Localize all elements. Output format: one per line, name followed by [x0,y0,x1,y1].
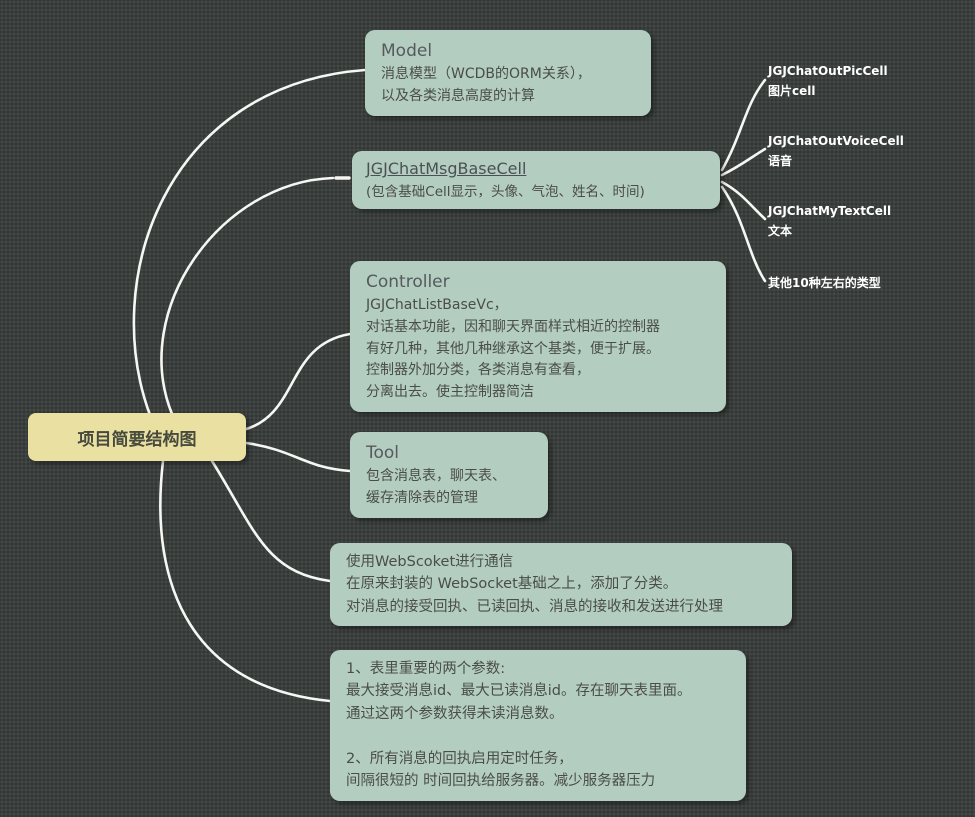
node-params-line: 间隔很短的 时间回执给服务器。减少服务器压力 [346,773,656,790]
node-params-line: 1、表里重要的两个参数: [346,661,506,677]
edge-root-params [159,459,332,703]
node-websocket-line: 在原来封装的 WebSocket基础之上，添加了分类。 [346,576,678,593]
leaf-my-text-cell-desc: 文本 [768,223,793,238]
node-params-line: 最大接受消息id、最大已读消息id。存在聊天表里面。 [346,683,692,700]
node-chat-msg-base-cell[interactable]: JGJChatMsgBaseCell (包含基础Cell显示，头像、气泡、姓名、… [352,151,720,209]
edge-basecell-voice [720,147,767,177]
node-tool-line: 缓存清除表的管理 [366,490,478,507]
node-params-line [346,725,730,747]
node-params[interactable]: 1、表里重要的两个参数: 最大接受消息id、最大已读消息id。存在聊天表里面。 … [330,650,746,801]
node-model-line: 以及各类消息高度的计算 [381,88,535,105]
node-model-line: 消息模型（WCDB的ORM关系）， [381,66,591,83]
node-controller-line: 分离出去。使主控制器简洁 [366,384,534,401]
leaf-out-pic-cell-name: JGJChatOutPicCell [768,64,888,78]
edge-basecell-text [720,180,767,221]
node-chat-msg-base-cell-title: JGJChatMsgBaseCell [366,159,527,178]
edge-root-tool [244,441,352,473]
leaf-out-pic-cell[interactable]: JGJChatOutPicCell 图片cell [768,62,888,102]
leaf-other-types[interactable]: 其他10种左右的类型 [768,274,881,294]
edge-root-controller [241,332,352,432]
node-controller-title: Controller [366,272,450,292]
node-tool[interactable]: Tool 包含消息表，聊天表、 缓存清除表的管理 [350,432,548,518]
node-controller-line: 有好几种，其他几种继承这个基类，便于扩展。 [366,340,660,357]
node-model-title: Model [381,41,433,61]
leaf-out-voice-cell[interactable]: JGJChatOutVoiceCell 语音 [768,132,904,172]
leaf-my-text-cell-name: JGJChatMyTextCell [768,204,892,218]
node-chat-msg-base-cell-subtitle: (包含基础Cell显示，头像、气泡、姓名、时间) [366,183,645,200]
leaf-other-types-name: 其他10种左右的类型 [768,276,881,290]
node-websocket[interactable]: 使用WebScoket进行通信 在原来封装的 WebSocket基础之上，添加了… [330,543,792,627]
node-controller-line: 控制器外加分类，各类消息有查看， [366,362,590,379]
node-websocket-line: 对消息的接受回执、已读回执、消息的接收和发送进行处理 [346,598,723,615]
node-tool-title: Tool [366,443,400,463]
edge-basecell-other [720,185,767,283]
edge-root-websocket [210,459,332,583]
root-node-label: 项目简要结构图 [77,429,197,450]
node-websocket-line: 使用WebScoket进行通信 [346,554,514,570]
node-controller[interactable]: Controller JGJChatListBaseVc， 对话基本功能，因和聊… [350,261,726,412]
edge-root-model [132,68,367,417]
root-node[interactable]: 项目简要结构图 [28,413,246,461]
leaf-out-voice-cell-desc: 语音 [768,153,793,168]
edge-basecell-pic [720,78,767,172]
leaf-my-text-cell[interactable]: JGJChatMyTextCell 文本 [768,202,891,242]
node-controller-line: JGJChatListBaseVc， [366,297,508,314]
node-params-line: 2、所有消息的回执启用定时任务， [346,750,573,767]
node-model[interactable]: Model 消息模型（WCDB的ORM关系）， 以及各类消息高度的计算 [365,30,651,116]
edge-root-basecell [160,176,335,416]
node-controller-line: 对话基本功能，因和聊天界面样式相近的控制器 [366,319,660,336]
leaf-out-voice-cell-name: JGJChatOutVoiceCell [768,134,904,148]
leaf-out-pic-cell-desc: 图片cell [768,83,816,98]
node-params-line: 通过这两个参数获得未读消息数。 [346,705,564,722]
node-tool-line: 包含消息表，聊天表、 [366,468,506,485]
